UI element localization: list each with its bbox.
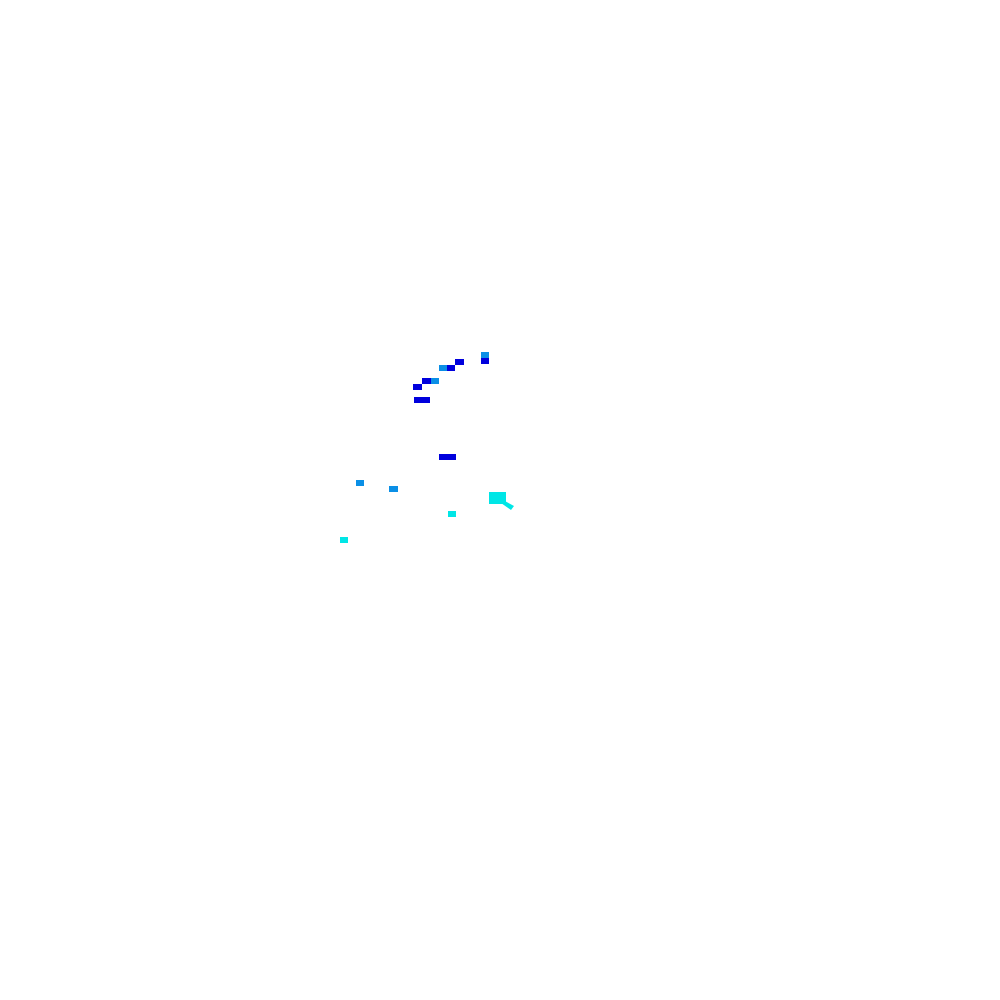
fragment-12 — [389, 486, 398, 492]
fragment-9 — [414, 397, 430, 403]
fragment-16 — [501, 500, 514, 510]
fragment-6 — [422, 378, 431, 384]
fragment-13 — [489, 492, 506, 504]
fragment-14 — [448, 511, 456, 517]
fragment-7 — [431, 378, 439, 384]
fragment-10 — [439, 454, 456, 460]
fragment-4 — [439, 365, 447, 371]
fragment-15 — [340, 537, 348, 543]
fragment-5 — [447, 365, 455, 371]
fragment-8 — [413, 384, 422, 390]
fragment-3 — [455, 359, 464, 365]
fragment-11 — [356, 480, 364, 486]
fragment-2 — [481, 358, 489, 364]
fragment-1 — [481, 352, 489, 358]
